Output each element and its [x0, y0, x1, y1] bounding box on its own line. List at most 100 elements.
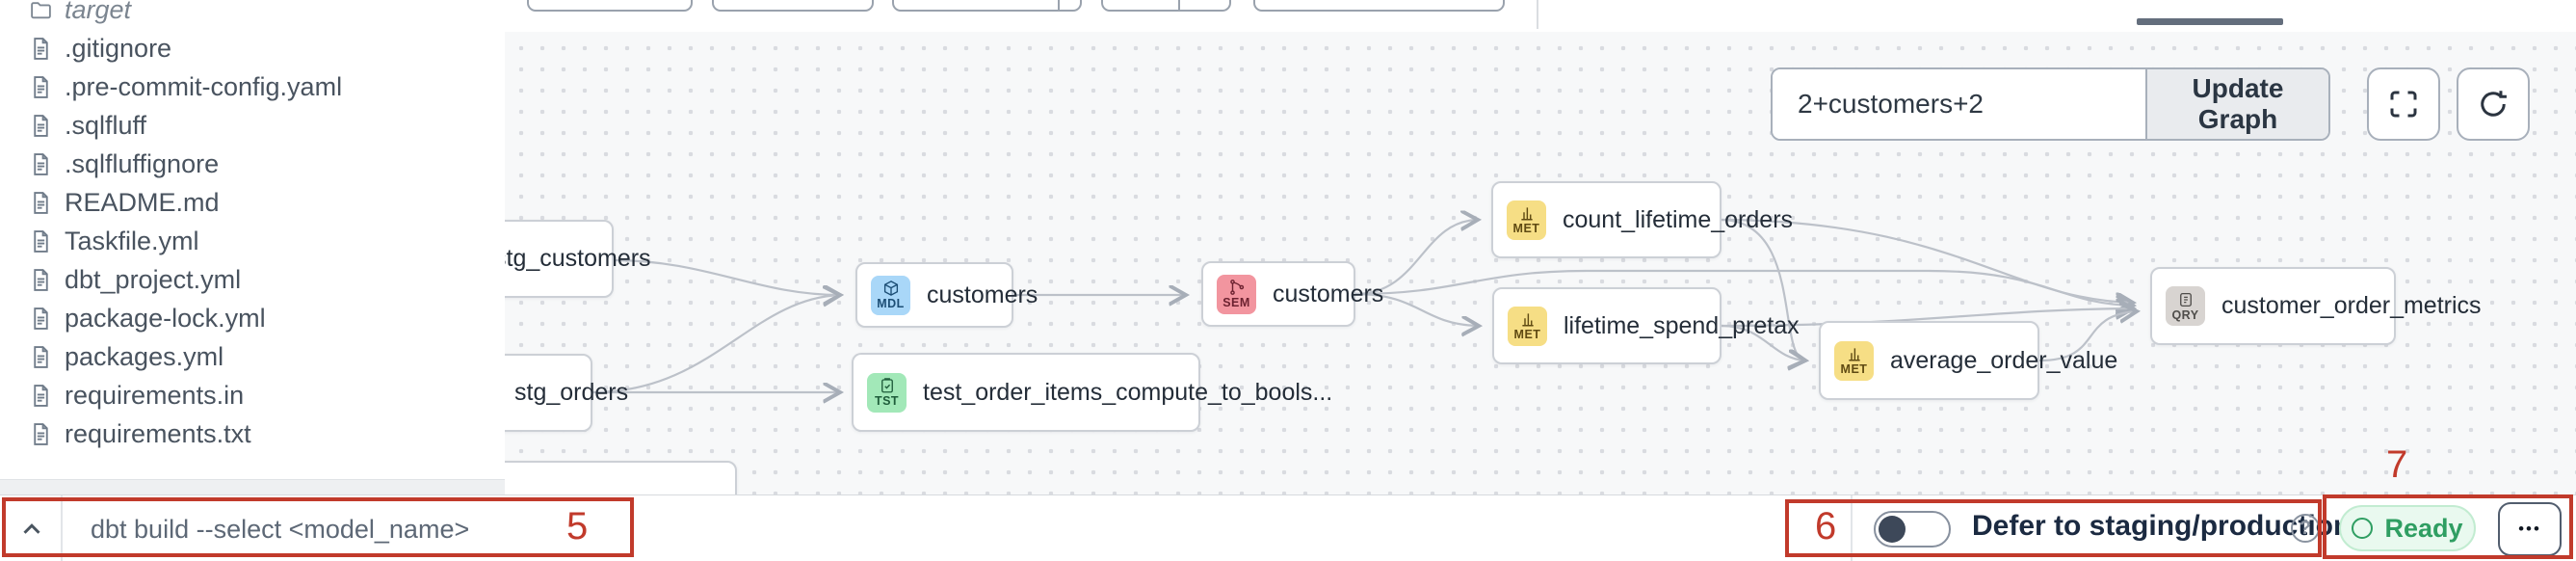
lineage-canvas[interactable]: stg_customers stg_orders MDL customers T…	[505, 32, 2576, 494]
update-graph-button[interactable]: Update Graph	[2145, 69, 2328, 139]
document-icon	[34, 229, 48, 253]
file-name: dbt_project.yml	[65, 264, 242, 294]
graph-node-customer-order-metrics[interactable]: QRY customer_order_metrics	[2150, 267, 2482, 345]
selector-input[interactable]	[1773, 69, 2145, 139]
graph-node-cut-bottom[interactable]	[505, 461, 737, 494]
sidebar-item-requirements-in[interactable]: requirements.in	[0, 376, 505, 414]
document-icon	[34, 191, 48, 214]
saved-query-badge: QRY	[2166, 286, 2205, 326]
sidebar-item-readme[interactable]: README.md	[0, 183, 505, 222]
test-badge: TST	[867, 372, 907, 413]
document-icon	[34, 268, 48, 291]
command-bar: Defer to staging/production ? Ready •••	[0, 494, 2576, 561]
file-name: README.md	[65, 187, 220, 217]
metric-badge: MET	[1508, 306, 1547, 346]
more-options-button[interactable]: •••	[2498, 502, 2562, 556]
folder-icon	[31, 1, 51, 18]
graph-node-customers-model[interactable]: MDL customers	[855, 262, 1038, 328]
metric-badge: MET	[1834, 340, 1874, 381]
command-bar-divider	[61, 495, 63, 561]
metric-badge: MET	[1507, 200, 1546, 240]
node-label: count_lifetime_orders	[1563, 205, 1794, 233]
branch-icon	[1229, 280, 1244, 296]
graph-node-stg-customers[interactable]: stg_customers	[505, 220, 651, 298]
file-name: .gitignore	[65, 33, 172, 63]
document-icon	[34, 384, 48, 407]
query-file-icon	[2179, 292, 2192, 307]
document-icon	[34, 37, 48, 60]
status-badge[interactable]: Ready	[2339, 505, 2476, 551]
ready-ring-icon	[2352, 518, 2374, 539]
sidebar-item-package-lock[interactable]: package-lock.yml	[0, 299, 505, 337]
toggle-knob	[1879, 516, 1906, 543]
model-badge: MDL	[871, 275, 910, 315]
graph-node-stg-orders[interactable]: stg_orders	[505, 354, 628, 432]
sidebar-item-dbt-project[interactable]: dbt_project.yml	[0, 260, 505, 299]
document-icon	[34, 345, 48, 368]
file-name: .sqlfluffignore	[65, 148, 220, 178]
defer-toggle[interactable]	[1874, 511, 1951, 548]
file-name: packages.yml	[65, 341, 224, 371]
toolbar-divider	[1537, 0, 1538, 29]
sidebar-item-target[interactable]: target	[0, 0, 505, 29]
document-icon	[34, 422, 48, 445]
sidebar-item-sqlfluff[interactable]: .sqlfluff	[0, 106, 505, 145]
graph-node-test-order-items[interactable]: TST test_order_items_compute_to_bools...	[852, 353, 1332, 432]
semantic-model-badge: SEM	[1217, 274, 1256, 314]
toolbar-button-divider	[1178, 0, 1180, 12]
file-name: requirements.in	[65, 380, 245, 410]
toolbar-button-cut[interactable]	[1253, 0, 1505, 12]
document-icon	[34, 307, 48, 330]
file-name: Taskfile.yml	[65, 226, 199, 255]
sidebar-item-gitignore[interactable]: .gitignore	[0, 29, 505, 67]
graph-selector-group: Update Graph	[1771, 67, 2330, 141]
sidebar-footer-strip	[0, 479, 505, 494]
toolbar-button-cut[interactable]	[712, 0, 874, 12]
question-circle-icon[interactable]: ?	[2291, 514, 2320, 543]
fullscreen-button[interactable]	[2367, 67, 2440, 141]
node-label: average_order_value	[1890, 346, 2118, 374]
lineage-toolbar-cut	[505, 0, 2576, 33]
file-name: requirements.txt	[65, 418, 251, 448]
status-text: Ready	[2384, 513, 2463, 543]
node-label: lifetime_spend_pretax	[1564, 311, 1800, 339]
file-name: package-lock.yml	[65, 303, 266, 333]
file-name: .sqlfluff	[65, 110, 147, 140]
sidebar-item-requirements-txt[interactable]: requirements.txt	[0, 414, 505, 453]
file-name: target	[65, 0, 132, 24]
node-label: test_order_items_compute_to_bools...	[923, 378, 1333, 406]
document-icon	[34, 75, 48, 98]
document-icon	[34, 152, 48, 175]
sidebar-item-taskfile[interactable]: Taskfile.yml	[0, 222, 505, 260]
refresh-icon	[2481, 91, 2507, 117]
command-bar-divider	[1851, 495, 1853, 561]
bar-chart-icon	[1521, 313, 1534, 327]
bar-chart-icon	[1520, 207, 1533, 221]
file-list: target .gitignore .pre-commit-config.yam…	[0, 0, 505, 453]
sidebar-item-sqlfluffignore[interactable]: .sqlfluffignore	[0, 145, 505, 183]
document-icon	[34, 114, 48, 137]
toolbar-button-cut[interactable]	[527, 0, 693, 12]
sidebar-item-pre-commit-config[interactable]: .pre-commit-config.yaml	[0, 67, 505, 106]
active-tab-indicator	[2137, 18, 2283, 25]
bar-chart-icon	[1848, 348, 1860, 361]
defer-label: Defer to staging/production	[1972, 510, 2352, 542]
lineage-edges	[591, 32, 2576, 494]
refresh-button[interactable]	[2457, 67, 2530, 141]
command-input[interactable]	[89, 505, 545, 553]
graph-node-average-order-value[interactable]: MET average_order_value	[1819, 321, 2117, 400]
toolbar-button-cut[interactable]	[892, 0, 1082, 12]
chevron-up-icon[interactable]	[13, 511, 50, 548]
node-label: customer_order_metrics	[2221, 292, 2482, 319]
file-name: .pre-commit-config.yaml	[65, 71, 343, 101]
toolbar-button-cut[interactable]	[1101, 0, 1231, 12]
node-label: stg_orders	[514, 379, 629, 406]
sidebar-item-packages[interactable]: packages.yml	[0, 337, 505, 376]
expand-icon	[2390, 91, 2417, 118]
toolbar-button-divider	[1058, 0, 1060, 12]
graph-node-customers-semantic[interactable]: SEM customers	[1201, 261, 1383, 327]
node-label: customers	[1273, 280, 1384, 307]
graph-node-count-lifetime-orders[interactable]: MET count_lifetime_orders	[1491, 181, 1793, 258]
file-explorer: target .gitignore .pre-commit-config.yam…	[0, 0, 507, 494]
graph-node-lifetime-spend-pretax[interactable]: MET lifetime_spend_pretax	[1492, 287, 1800, 364]
